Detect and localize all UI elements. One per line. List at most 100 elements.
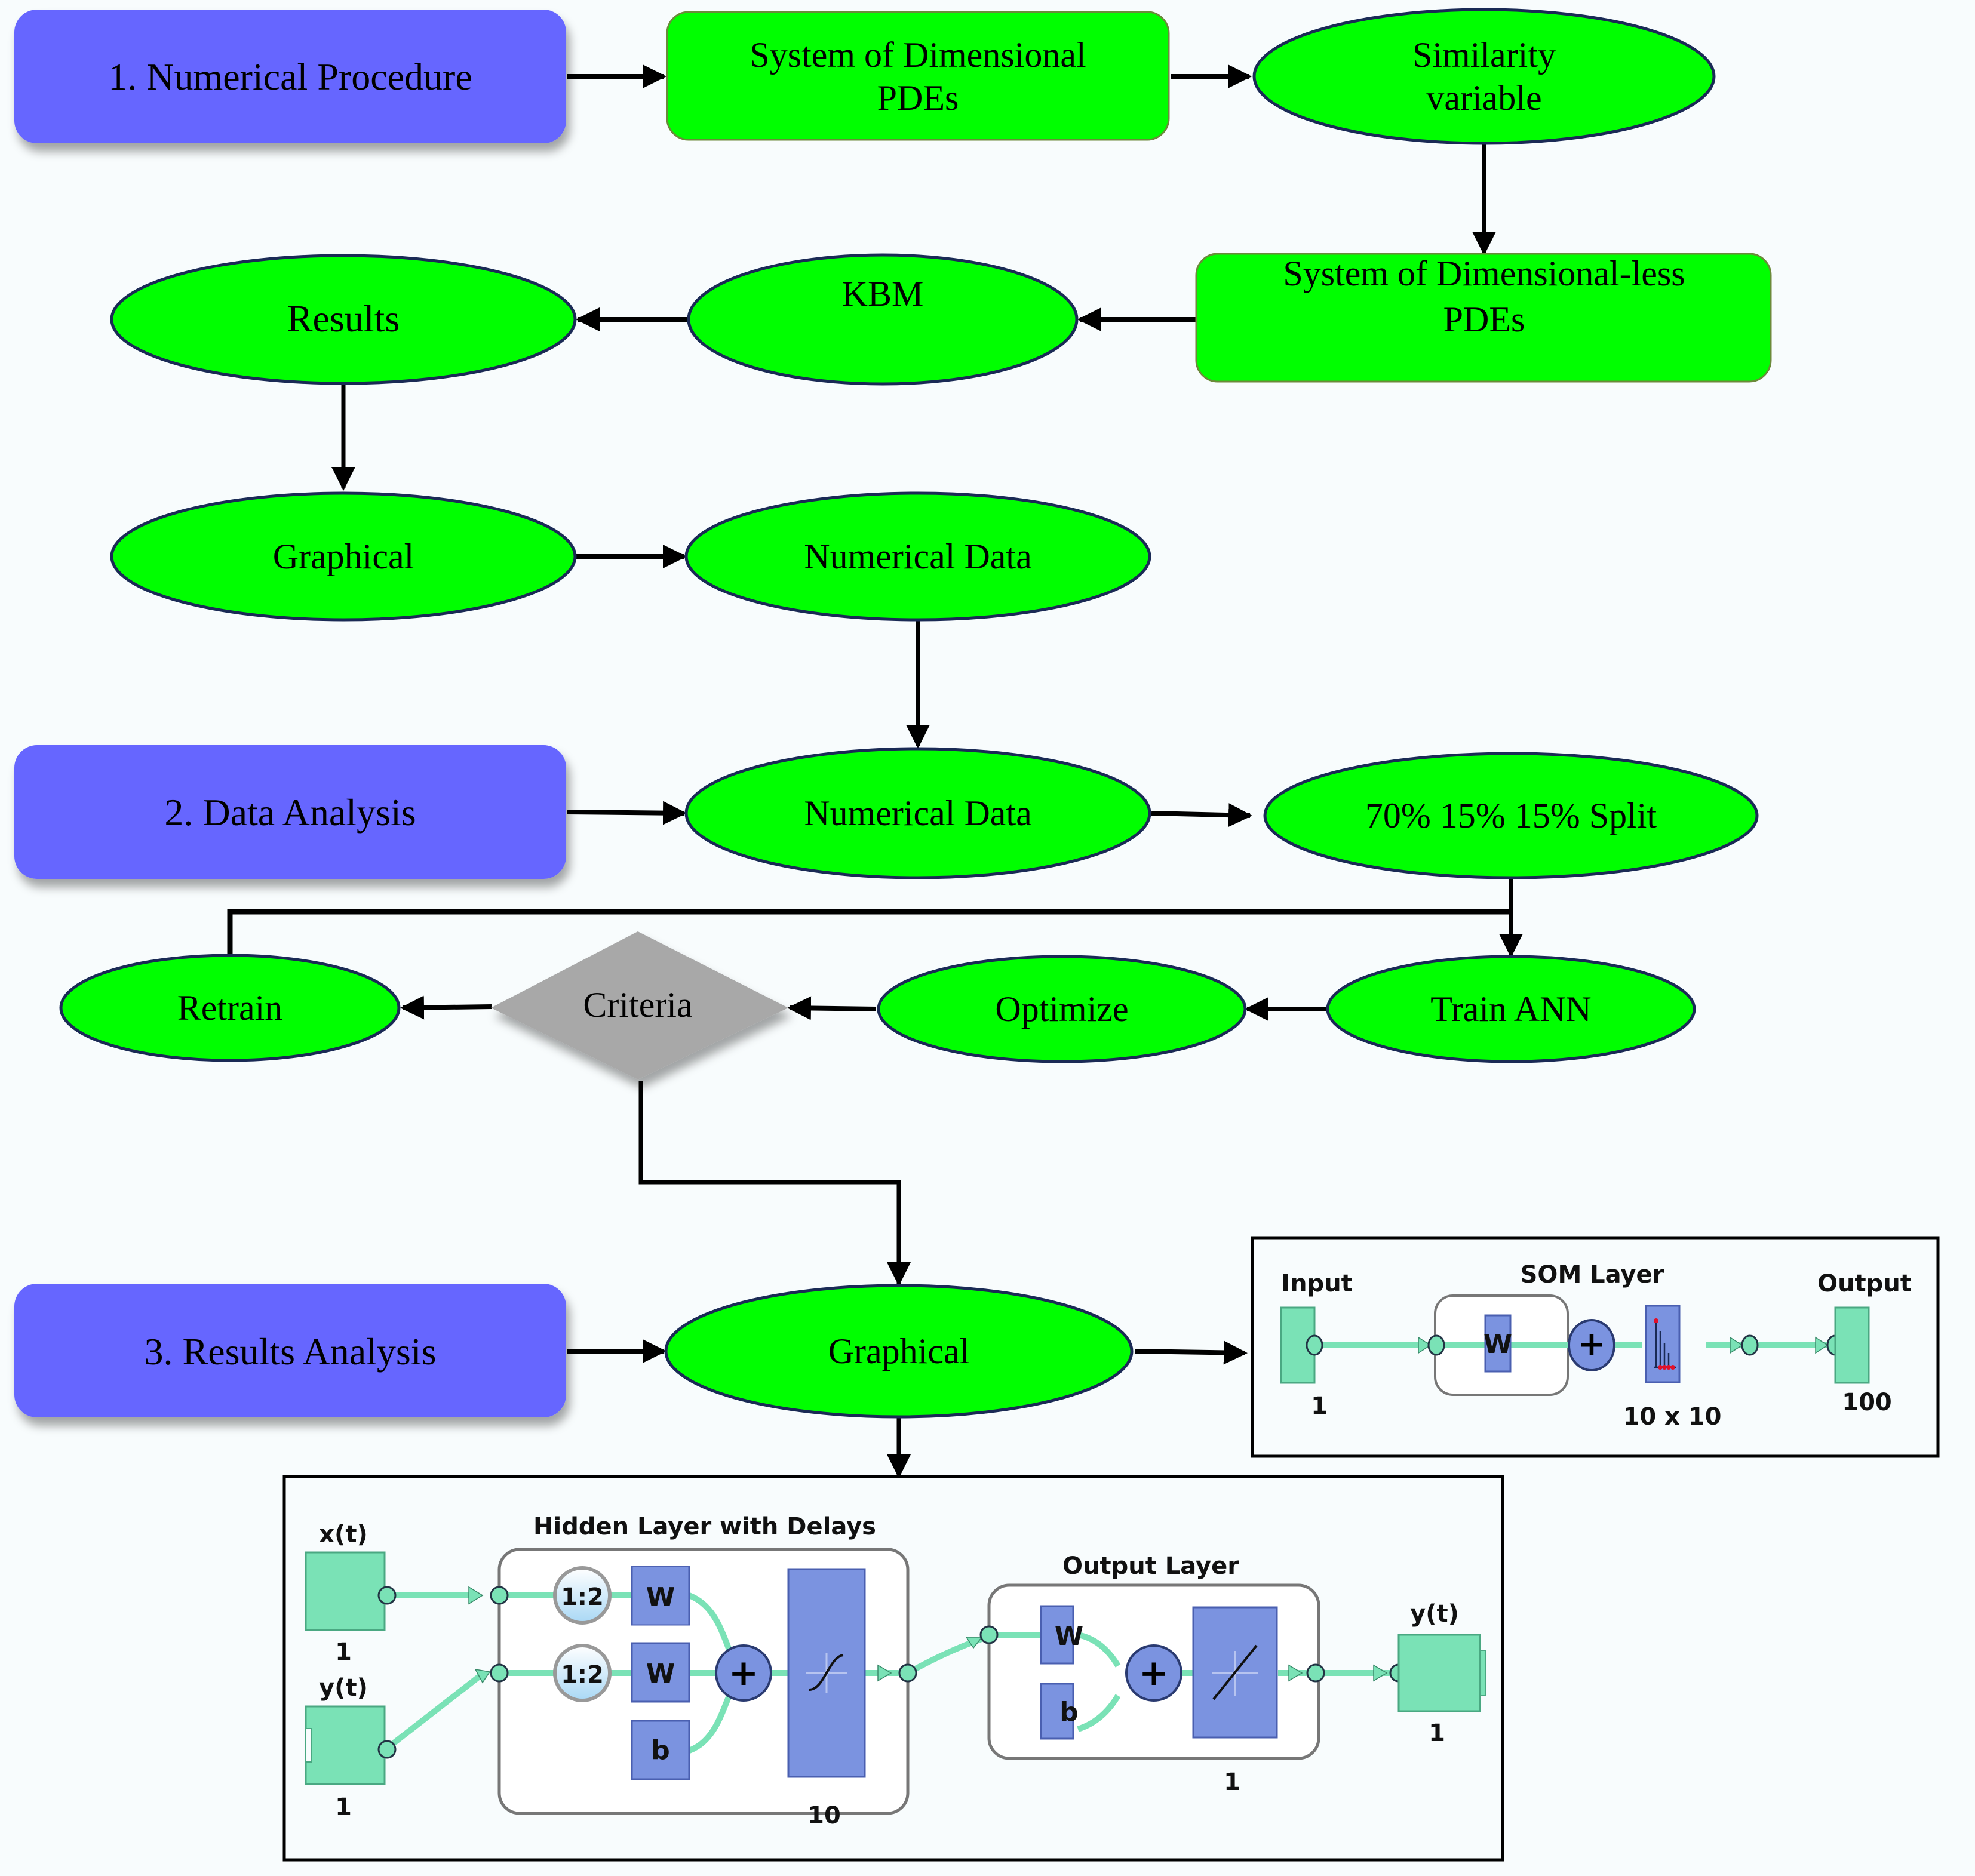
phase-label: 3. Results Analysis: [145, 1330, 437, 1373]
som-arrow-icon: [1730, 1336, 1743, 1354]
narx-hidden-weight-block: [631, 1566, 690, 1626]
node-label-line: Similarity: [1412, 35, 1556, 75]
node-label-line: Criteria: [583, 985, 692, 1025]
phase-box-data-analysis[interactable]: 2. Data Analysis: [14, 745, 566, 879]
narx-output-sum-symbol: +: [1139, 1652, 1169, 1694]
node-label-line: PDEs: [1443, 300, 1525, 339]
narx-hidden-sum-symbol: +: [729, 1652, 758, 1694]
narx-output-bias-symbol: b: [1059, 1697, 1079, 1727]
narx-weight-symbol: W: [646, 1659, 675, 1689]
node-label-line: 70% 15% 15% Split: [1365, 796, 1657, 835]
narx-output-block: [1397, 1634, 1481, 1712]
phase-box-results-analysis[interactable]: 3. Results Analysis: [14, 1284, 566, 1417]
node-similarity-variable[interactable]: Similarity variable: [1252, 8, 1716, 145]
som-arrow-icon: [1418, 1336, 1432, 1354]
som-sum-icon: [1568, 1319, 1615, 1371]
narx-output-layer-size: 1: [1224, 1769, 1240, 1796]
narx-output-label: y(t): [1410, 1600, 1459, 1628]
phase-label: 2. Data Analysis: [164, 791, 416, 834]
node-label-line: KBM: [842, 274, 924, 313]
node-label-line: Retrain: [177, 988, 283, 1028]
som-output-size: 100: [1842, 1389, 1892, 1416]
narx-input-y-label: y(t): [319, 1674, 368, 1702]
node-train-ann[interactable]: Train ANN: [1326, 955, 1696, 1063]
narx-delay-clock-icon: 1:2: [553, 1566, 612, 1625]
narx-bias-symbol: b: [651, 1735, 670, 1766]
narx-hidden-layer-title: Hidden Layer with Delays: [533, 1513, 876, 1540]
narx-arrow-icon: [474, 1669, 491, 1684]
node-dimensionless-pdes[interactable]: System of Dimensional-less PDEs: [1195, 253, 1772, 383]
edge-numerical-data-to-split: [1151, 803, 1252, 828]
node-numerical-data-1[interactable]: Numerical Data: [684, 491, 1151, 622]
node-graphical-results[interactable]: Graphical: [110, 491, 577, 622]
som-input-label: Input: [1281, 1270, 1353, 1297]
narx-output-weight-block: [1040, 1605, 1074, 1665]
som-layer-title: SOM Layer: [1521, 1261, 1664, 1288]
edge-criteria-to-graphical: [638, 1081, 911, 1286]
narx-delay-label: 1:2: [561, 1661, 604, 1689]
narx-feedback-tab: [1479, 1650, 1486, 1696]
narx-input-y-size: 1: [335, 1794, 352, 1821]
node-label-line: Graphical: [828, 1331, 970, 1371]
edge-criteria-to-retrain: [400, 995, 492, 1020]
narx-input-y-block: [305, 1705, 386, 1785]
som-stem-plot-icon: [1654, 1318, 1676, 1370]
narx-port-icon: [898, 1663, 917, 1683]
connectors: [227, 64, 1523, 1478]
narx-hidden-size: 10: [807, 1802, 841, 1829]
narx-delay-label: 1:2: [561, 1583, 604, 1611]
node-criteria-decision[interactable]: Criteria: [491, 931, 788, 1080]
phase-label: 1. Numerical Procedure: [108, 56, 472, 98]
narx-output-weight-symbol: W: [1055, 1621, 1084, 1652]
narx-arrow-icon: [1288, 1664, 1303, 1682]
narx-hidden-bias-block: [631, 1720, 690, 1780]
som-sum-symbol: +: [1578, 1325, 1606, 1364]
node-label-line: Graphical: [273, 537, 414, 576]
node-label-line: PDEs: [877, 78, 959, 118]
edge-graphical-to-som: [1134, 1340, 1248, 1365]
node-label-line: Numerical Data: [804, 794, 1031, 833]
som-weight-block: [1484, 1314, 1512, 1373]
narx-output-sum-icon: [1125, 1644, 1182, 1702]
narx-port-icon: [377, 1740, 397, 1759]
node-split[interactable]: 70% 15% 15% Split: [1263, 752, 1759, 879]
node-results[interactable]: Results: [110, 254, 577, 385]
narx-input-x-block: [305, 1551, 386, 1631]
narx-output-bias-block: [1040, 1683, 1074, 1740]
narx-port-icon: [979, 1625, 999, 1644]
som-port-icon: [1427, 1334, 1445, 1356]
som-network-panel: Input SOM Layer Output W +: [1251, 1236, 1940, 1458]
node-retrain[interactable]: Retrain: [59, 954, 401, 1062]
som-weight-symbol: W: [1483, 1329, 1513, 1360]
som-port-icon: [1741, 1334, 1759, 1356]
narx-hidden-sum-icon: [715, 1644, 772, 1702]
som-input-size: 1: [1311, 1392, 1328, 1420]
narx-feedback-notch: [305, 1728, 312, 1763]
narx-input-x-size: 1: [335, 1638, 352, 1666]
narx-network-panel: x(t) 1 y(t) 1 Hidden Layer with Delays: [282, 1475, 1504, 1862]
node-graphical-analysis[interactable]: Graphical: [664, 1284, 1134, 1419]
node-label-line: Optimize: [995, 989, 1128, 1029]
narx-arrow-icon: [1373, 1664, 1388, 1682]
narx-port-icon: [1306, 1663, 1325, 1683]
som-competitive-transfer-icon: [1645, 1305, 1681, 1383]
narx-arrow-icon: [965, 1637, 983, 1649]
narx-port-icon: [490, 1663, 509, 1683]
phase-box-numerical-procedure[interactable]: 1. Numerical Procedure: [14, 10, 566, 143]
node-numerical-data-2[interactable]: Numerical Data: [684, 747, 1151, 879]
som-arrow-icon: [1815, 1336, 1829, 1354]
som-port-icon: [1306, 1334, 1323, 1356]
node-label-line: System of Dimensional: [750, 35, 1086, 75]
narx-arrow-icon: [877, 1664, 892, 1682]
node-kbm[interactable]: KBM: [687, 253, 1079, 386]
linear-curve-icon: [1212, 1644, 1258, 1700]
node-dimensional-pdes[interactable]: System of Dimensional PDEs: [666, 11, 1170, 141]
narx-arrow-icon: [468, 1586, 484, 1605]
narx-port-icon: [490, 1586, 509, 1605]
narx-linear-transfer-icon: [1192, 1606, 1278, 1739]
node-optimize[interactable]: Optimize: [877, 955, 1247, 1063]
narx-output-size: 1: [1429, 1720, 1445, 1747]
narx-weight-symbol: W: [646, 1582, 675, 1613]
som-output-label: Output: [1817, 1270, 1912, 1297]
